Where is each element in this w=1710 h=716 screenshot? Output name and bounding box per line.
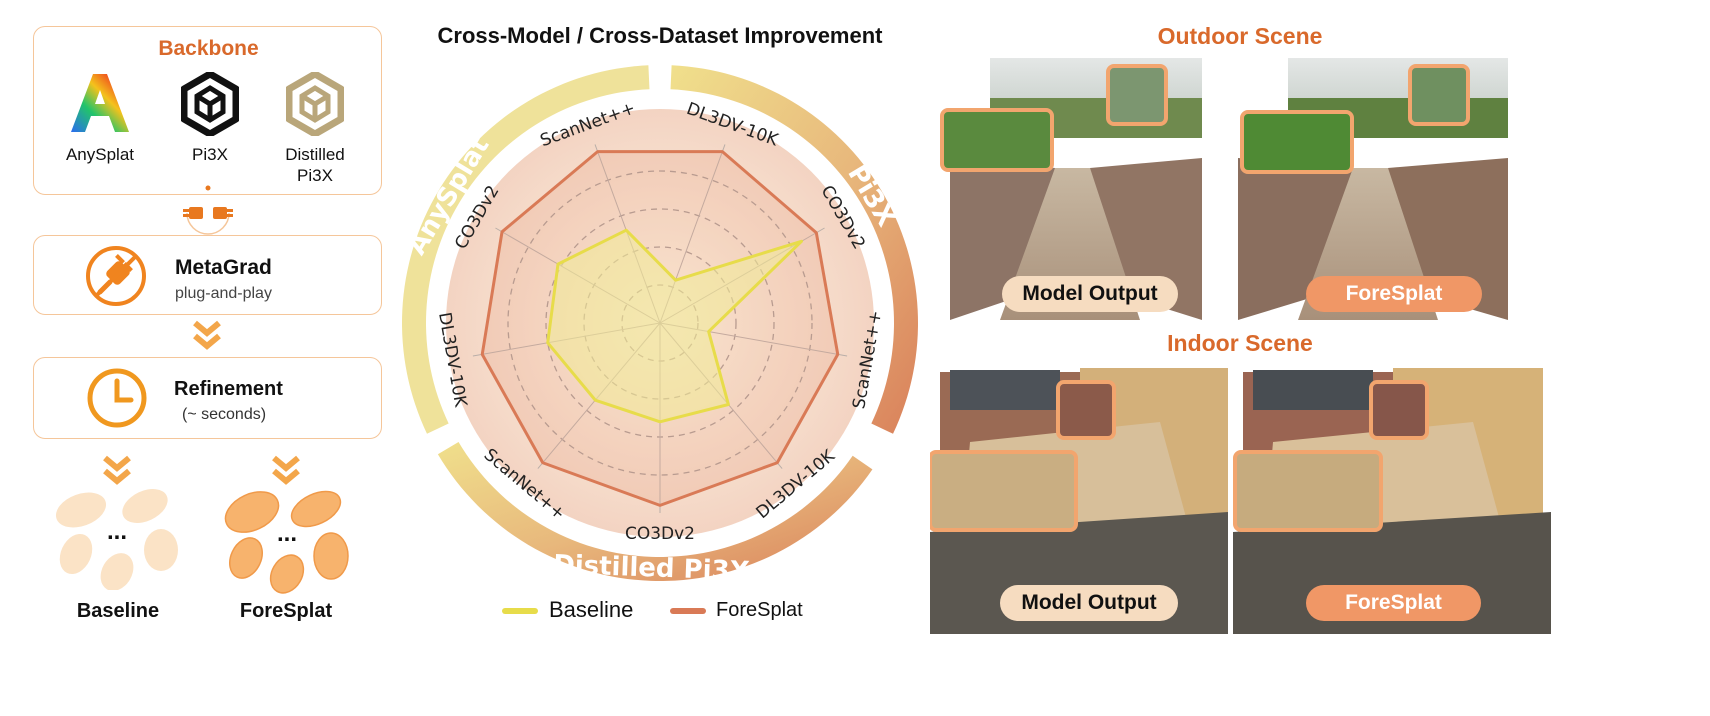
distilled-pi3x-label-line1: Distilled	[285, 145, 345, 164]
chevron-down-icon	[193, 320, 221, 350]
radar-chart: ScanNet++DL3DV-10KCO3Dv2ScanNet++DL3DV-1…	[402, 65, 918, 587]
metagrad-card: MetaGrad plug-and-play	[33, 235, 382, 315]
outdoor-foresplat-tag: ForeSplat	[1306, 276, 1482, 312]
legend-baseline-swatch	[502, 608, 538, 614]
legend-foresplat-swatch	[670, 608, 706, 614]
legend-baseline-label: Baseline	[549, 597, 634, 622]
axis-label: CO3Dv2	[625, 524, 695, 544]
anysplat-logo-icon	[71, 74, 129, 132]
baseline-gaussians	[55, 489, 178, 590]
chart-title: Cross-Model / Cross-Dataset Improvement	[437, 23, 883, 48]
series-baseline	[546, 228, 804, 424]
chevron-down-icon-left	[103, 455, 131, 485]
anysplat-label: AnySplat	[65, 145, 135, 164]
ring-label: Distilled Pi3X	[553, 550, 750, 587]
chevron-down-icon-right	[272, 455, 300, 485]
indoor-foresplat-tag: ForeSplat	[1306, 585, 1481, 621]
foresplat-dots: ...	[276, 520, 297, 547]
distilled-pi3x-logo-icon	[286, 72, 344, 136]
indoor-model-output-tag: Model Output	[1000, 585, 1178, 621]
refinement-subtitle: (~ seconds)	[182, 406, 267, 423]
foresplat-gaussians	[224, 490, 349, 594]
clock-icon	[87, 368, 147, 428]
pi3x-logo-icon	[181, 72, 239, 136]
radar-grid-circle	[507, 170, 813, 476]
outdoor-title: Outdoor Scene	[1157, 23, 1323, 49]
ring-segment-distilled-pi3x	[437, 442, 873, 581]
radar-grid-circle	[583, 246, 737, 400]
metagrad-subtitle: plug-and-play	[175, 285, 272, 302]
baseline-label: Baseline	[76, 600, 160, 622]
indoor-title: Indoor Scene	[1167, 330, 1313, 356]
foresplat-label: ForeSplat	[239, 600, 333, 622]
unplug-icon	[86, 246, 146, 306]
refinement-title: Refinement	[174, 378, 283, 400]
ring-segment-anysplat	[402, 65, 650, 434]
distilled-pi3x-label-line2: Pi3X	[297, 166, 333, 185]
pi3x-label: Pi3X	[192, 145, 228, 164]
metagrad-title: MetaGrad	[175, 256, 272, 279]
baseline-dots: ...	[106, 518, 127, 545]
refinement-card: Refinement (~ seconds)	[33, 357, 382, 439]
backbone-card: Backbone AnySplat Pi3X Distilled Pi3X	[33, 26, 382, 195]
ring-segment-pi3x	[670, 65, 918, 434]
legend-foresplat-label: ForeSplat	[716, 599, 803, 621]
plug-connector-icon	[183, 185, 233, 235]
outdoor-model-output-tag: Model Output	[1002, 276, 1178, 312]
backbone-title: Backbone	[158, 37, 259, 60]
